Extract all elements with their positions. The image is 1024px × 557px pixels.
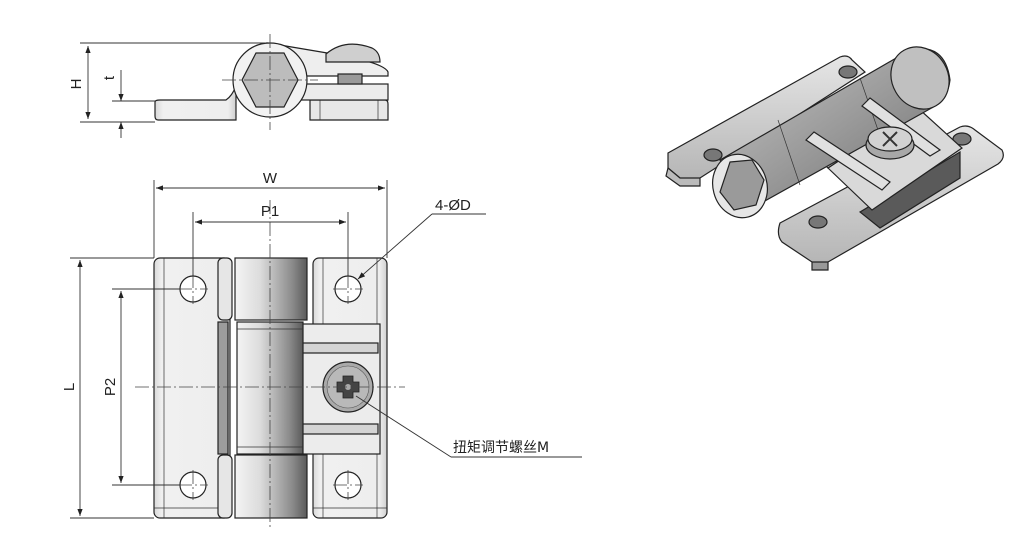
side-view: H t: [68, 34, 389, 138]
isometric-view: [665, 46, 1004, 271]
dim-label-p2: P2: [102, 378, 119, 396]
callout-torque-screw: 扭矩调节螺丝M: [453, 440, 549, 456]
dim-label-h: H: [68, 79, 85, 90]
dim-label-p1: P1: [261, 203, 279, 220]
dim-label-l: L: [61, 383, 78, 391]
dim-label-holes: 4-ØD: [435, 197, 471, 214]
dim-label-t: t: [101, 75, 118, 80]
dim-label-w: W: [263, 170, 278, 187]
front-view: W P1 4-ØD L P2 扭矩调节螺丝M: [61, 170, 582, 530]
